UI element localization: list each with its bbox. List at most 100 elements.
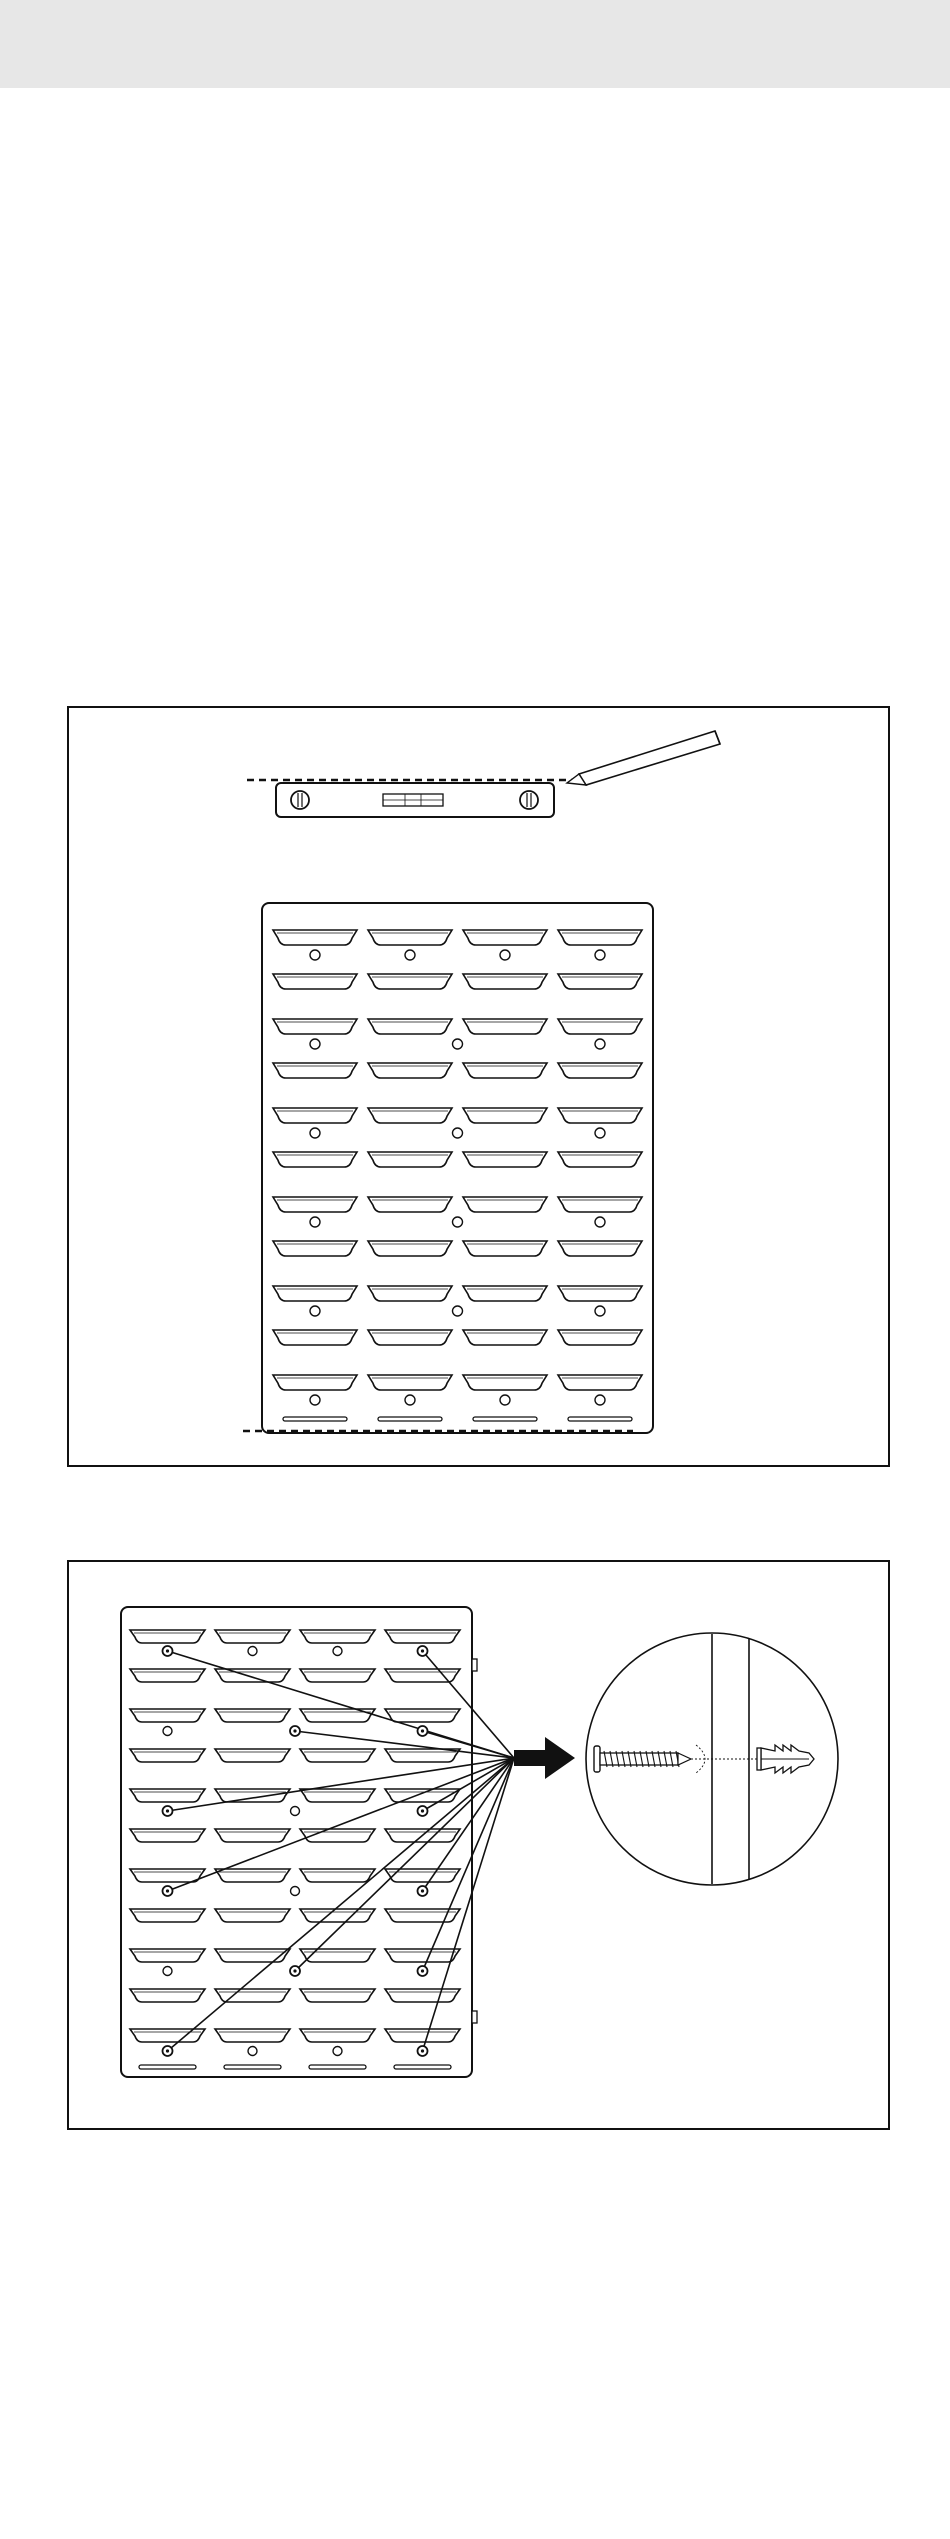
peg-slot [463,1152,547,1167]
peg-slot [273,1063,357,1078]
peg-slot [215,1909,290,1922]
peg-slot [385,1749,460,1762]
peg-slot [463,930,547,945]
peg-slot [385,1949,460,1962]
mounting-hole [453,1128,463,1138]
peg-slot [273,1286,357,1301]
mounting-hole [248,1647,257,1656]
peg-slot [385,1630,460,1643]
peg-slot [463,1375,547,1390]
peg-slot [368,1019,452,1034]
peg-slot [558,1241,642,1256]
step-1-diagram [69,708,888,1465]
peg-slot [558,930,642,945]
peg-slot [215,1669,290,1682]
peg-slot [130,1909,205,1922]
peg-slot [385,2029,460,2042]
peg-slot [215,2029,290,2042]
mounting-hole [595,1039,605,1049]
peg-slot [368,1197,452,1212]
peg-slot [300,1630,375,1643]
peg-slot [300,1869,375,1882]
mounting-hole [405,950,415,960]
mounting-hole [453,1217,463,1227]
peg-slot [558,1375,642,1390]
peg-slot [300,1669,375,1682]
mounting-hole [500,1395,510,1405]
peg-slot [558,1286,642,1301]
peg-slot [273,1108,357,1123]
peg-slot [463,1197,547,1212]
mounting-hole [595,950,605,960]
peg-slot [558,1063,642,1078]
peg-slot [215,1829,290,1842]
peg-slot [215,1869,290,1882]
peg-slot [273,1019,357,1034]
peg-slot [368,1063,452,1078]
mounting-hole [595,1217,605,1227]
mounting-hole [310,1128,320,1138]
peg-slot [130,1630,205,1643]
peg-slot [215,1709,290,1722]
pencil-icon [567,731,720,785]
top-header-band [0,0,950,88]
peg-slot [300,1909,375,1922]
peg-slot [300,1989,375,2002]
peg-slot [558,1152,642,1167]
peg-slot [300,2029,375,2042]
peg-slot [558,1330,642,1345]
peg-slot [300,1789,375,1802]
peg-slot [273,930,357,945]
mounting-hole [310,1306,320,1316]
peg-slot [368,974,452,989]
mounting-hole [291,1807,300,1816]
peg-slot [385,1669,460,1682]
mounting-hole [310,1217,320,1227]
mounting-hole [310,1395,320,1405]
mounting-hole [453,1306,463,1316]
peg-slot [368,1108,452,1123]
mounting-hole [333,1647,342,1656]
mounting-hole [405,1395,415,1405]
peg-slot [215,1630,290,1643]
peg-slot [130,1829,205,1842]
peg-slot [273,1330,357,1345]
peg-slot [463,1330,547,1345]
peg-slot [300,1749,375,1762]
peg-slot [463,974,547,989]
peg-slot [215,1949,290,1962]
mounting-hole [310,1039,320,1049]
peg-slot [130,1949,205,1962]
mounting-hole [595,1128,605,1138]
peg-slot [463,1019,547,1034]
peg-slot [368,1286,452,1301]
peg-slot [215,1749,290,1762]
spirit-level-icon [276,783,554,817]
peg-slot [368,930,452,945]
peg-slot [463,1241,547,1256]
mounting-hole [500,950,510,960]
peg-slot [130,1869,205,1882]
peg-slot [273,1375,357,1390]
peg-slot [463,1108,547,1123]
peg-slot [273,1197,357,1212]
mounting-hole [595,1306,605,1316]
peg-slot [368,1152,452,1167]
mounting-hole [310,950,320,960]
peg-slot [273,1241,357,1256]
mounting-hole [333,2047,342,2056]
peg-slot [215,1789,290,1802]
peg-slot [385,1989,460,2002]
arrow-icon [514,1737,575,1779]
peg-slot [558,974,642,989]
peg-slot [130,1989,205,2002]
mounting-hole [163,1727,172,1736]
peg-slot [385,1709,460,1722]
peg-slot [130,2029,205,2042]
peg-slot [463,1063,547,1078]
peg-slot [130,1789,205,1802]
peg-slot [463,1286,547,1301]
peg-slot [130,1669,205,1682]
step-1-panel [67,706,890,1467]
peg-slot [273,974,357,989]
